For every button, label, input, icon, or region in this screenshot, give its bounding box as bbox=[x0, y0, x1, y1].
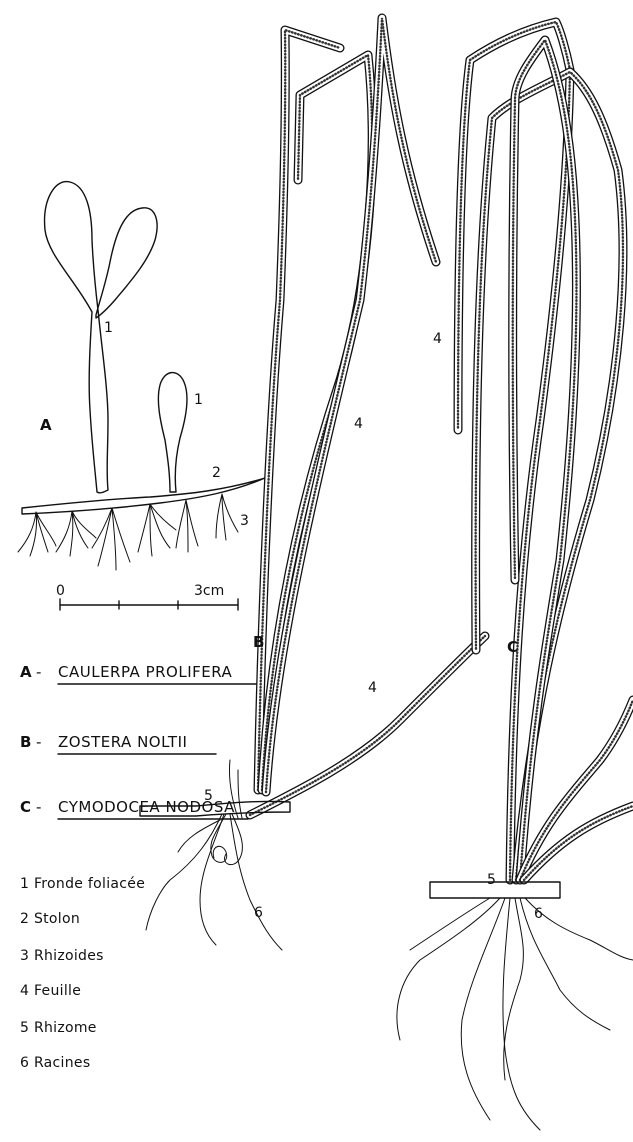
stolon bbox=[22, 478, 265, 514]
species-legend: A - CAULERPA PROLIFERA B - ZOSTERA NOLTI… bbox=[20, 663, 256, 819]
legend-item: 3 Rhizoides bbox=[20, 948, 104, 964]
legend-item: 5 Rhizome bbox=[20, 1020, 97, 1036]
zostera-roots bbox=[146, 814, 282, 950]
legend-item: 6 Racines bbox=[20, 1055, 90, 1071]
part-number-rhizome-c: 5 bbox=[487, 872, 496, 888]
scale-start: 0 bbox=[56, 583, 65, 599]
part-number-frond-small: 1 bbox=[194, 392, 203, 408]
part-number-stolon: 2 bbox=[212, 465, 221, 481]
part-number-leaf-b: 4 bbox=[354, 416, 363, 432]
scale-end: 3cm bbox=[194, 583, 224, 599]
part-number-rhizoids: 3 bbox=[240, 513, 249, 529]
legend-item: 1 Fronde foliacée bbox=[20, 876, 145, 892]
species-letter-b: B bbox=[20, 733, 31, 751]
part-number-roots-b: 6 bbox=[254, 905, 263, 921]
species-name-b: ZOSTERA NOLTII bbox=[58, 733, 187, 751]
panel-label-c: C bbox=[507, 638, 518, 656]
part-number-frond: 1 bbox=[104, 320, 113, 336]
species-letter-a: A bbox=[20, 663, 32, 681]
legend-item: 4 Feuille bbox=[20, 983, 81, 999]
legend-item: 2 Stolon bbox=[20, 911, 80, 927]
frond-small bbox=[158, 373, 187, 492]
cymodocea-roots bbox=[397, 898, 633, 1130]
frond-large bbox=[45, 182, 108, 493]
part-number-roots-c: 6 bbox=[534, 906, 543, 922]
svg-text:-: - bbox=[36, 663, 42, 681]
species-letter-c: C bbox=[20, 798, 31, 816]
panel-label-b: B bbox=[253, 633, 264, 651]
part-number-leaf-c: 4 bbox=[433, 331, 442, 347]
svg-text:-: - bbox=[36, 733, 42, 751]
species-name-c: CYMODOCEA NODOSA bbox=[58, 798, 235, 816]
frond-branch bbox=[96, 208, 157, 318]
parts-legend: 1 Fronde foliacée 2 Stolon 3 Rhizoides 4… bbox=[20, 876, 145, 1071]
scale-bar bbox=[60, 599, 238, 610]
species-name-a: CAULERPA PROLIFERA bbox=[58, 663, 233, 681]
caulerpa-drawing bbox=[18, 182, 265, 570]
part-number-leaf-b-low: 4 bbox=[368, 680, 377, 696]
panel-label-a: A bbox=[40, 416, 52, 434]
svg-text:-: - bbox=[36, 798, 42, 816]
cymodocea-drawing bbox=[397, 22, 633, 1130]
